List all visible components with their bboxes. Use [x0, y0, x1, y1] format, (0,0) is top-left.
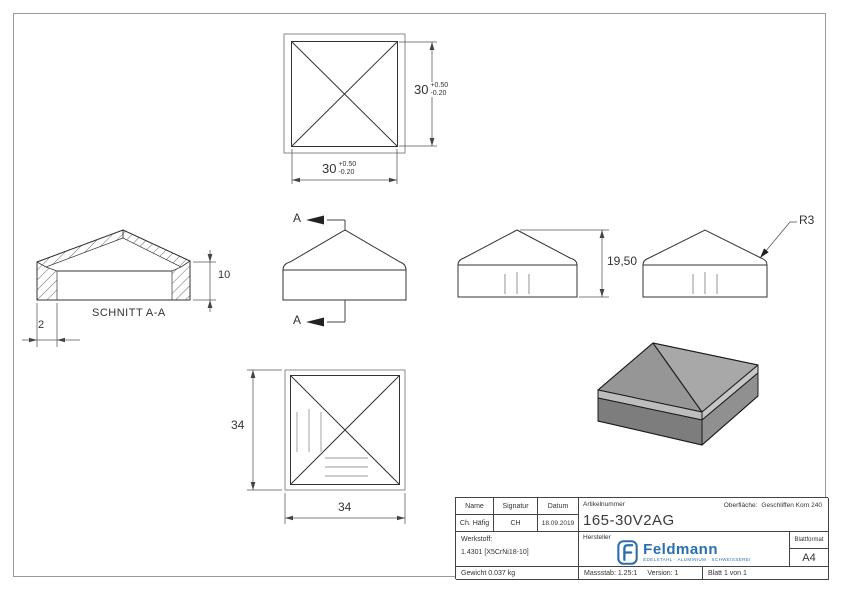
surface-value: Geschliffen Korn 240: [761, 502, 822, 509]
logo-name: Feldmann: [643, 540, 718, 558]
section-view-linework: [22, 229, 216, 347]
titleblock-manufacturer-cell: Hersteller Feldmann EDELSTAHL · ALUMINIU…: [579, 532, 790, 567]
radius-callout: R3: [799, 213, 815, 227]
isometric-view: [597, 342, 759, 446]
titleblock-signature-value: CH: [494, 515, 538, 532]
titleblock-format-cell: Blattformat A4: [790, 532, 829, 567]
dim-value: 30: [322, 161, 337, 176]
tol-minus: -0.20: [430, 89, 447, 97]
manufacturer-label: Hersteller: [583, 534, 611, 541]
feldmann-logo-icon: [617, 539, 638, 565]
section-title: SCHNITT A-A: [92, 307, 166, 319]
tol-plus: +0.50: [430, 82, 449, 89]
titleblock-name-value: Ch. Häfig: [456, 515, 494, 532]
titleblock-signature-label: Signatur: [494, 498, 538, 515]
section-marker-bottom: A: [293, 313, 302, 327]
title-block: Name Signatur Datum Artikelnummer 165-30…: [455, 497, 829, 580]
dim-value: 30: [414, 82, 429, 97]
tol-minus: -0.20: [338, 168, 355, 176]
sheet-format-label: Blattformat: [790, 532, 828, 549]
logo-tagline: EDELSTAHL · ALUMINIUM · SCHWEISSEREI: [643, 556, 751, 562]
article-number-label: Artikelnummer: [583, 501, 625, 508]
version-value: Version: 1: [647, 569, 679, 577]
material-label: Werkstoff:: [461, 536, 493, 543]
article-number-value: 165-30V2AG: [583, 512, 675, 529]
titleblock-material-cell: Werkstoff: 1.4301 [X5CrNi18-10]: [456, 532, 579, 567]
surface-finish: Oberfläche: Geschliffen Korn 240: [724, 502, 822, 509]
bottom-view-width-dim: 34: [338, 500, 352, 514]
section-wall-dim: 2: [38, 319, 45, 331]
titleblock-weight-cell: Gewicht 0.037 kg: [456, 567, 579, 580]
top-view-width-dim: 30 +0.50 -0.20: [320, 161, 359, 176]
top-view-linework: [283, 33, 437, 184]
surface-label: Oberfläche:: [723, 502, 758, 509]
titleblock-scale-cell: Massstab: 1.25:1 Version: 1: [579, 567, 703, 580]
titleblock-date-value: 18.09.2019: [538, 515, 579, 532]
feldmann-logo-text: Feldmann EDELSTAHL · ALUMINIUM · SCHWEIS…: [643, 540, 751, 562]
sheet-format-value: A4: [802, 551, 816, 564]
titleblock-article-cell: Artikelnummer 165-30V2AG Oberfläche: Ges…: [579, 498, 829, 532]
front-view-linework: [282, 215, 407, 327]
titleblock-sheet-cell: Blatt 1 von 1: [703, 567, 829, 580]
radius-view-linework: [642, 221, 797, 298]
top-view-height-dim: 30 +0.50 -0.20: [412, 82, 451, 97]
section-marker-top: A: [293, 211, 302, 225]
material-value: 1.4301 [X5CrNi18-10]: [461, 549, 529, 556]
bottom-view-height-dim: 34: [231, 418, 245, 432]
total-height-dim: 19,50: [607, 254, 638, 268]
drawing-border-frame: [13, 13, 826, 577]
dim-tolerance: +0.50 -0.20: [338, 161, 356, 176]
height-view-linework: [457, 229, 609, 298]
titleblock-name-label: Name: [456, 498, 494, 515]
section-height-dim: 10: [218, 269, 231, 281]
feldmann-logo: Feldmann EDELSTAHL · ALUMINIUM · SCHWEIS…: [617, 539, 751, 565]
bottom-view-linework: [247, 369, 406, 524]
scale-value: Massstab: 1.25:1: [584, 569, 638, 577]
tol-plus: +0.50: [338, 161, 357, 168]
titleblock-date-label: Datum: [538, 498, 579, 515]
dim-tolerance: +0.50 -0.20: [430, 82, 448, 97]
